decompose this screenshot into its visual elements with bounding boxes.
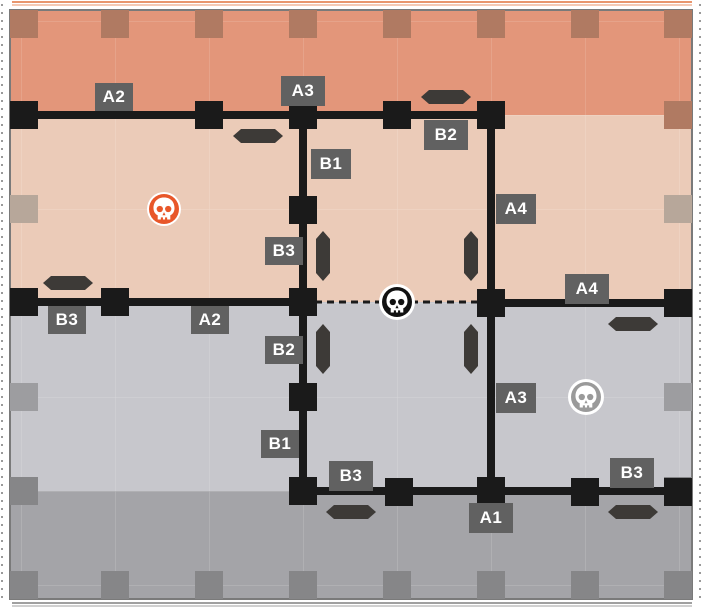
edge-markers bbox=[10, 10, 692, 599]
door-top-right bbox=[421, 90, 471, 104]
spawn-marker-black bbox=[379, 284, 415, 320]
label-b3-bottom-mid: B3 bbox=[329, 461, 373, 491]
door-vert-4 bbox=[464, 324, 478, 374]
label-a1-bottom: A1 bbox=[469, 503, 513, 533]
label-b1-upper: B1 bbox=[311, 149, 351, 179]
label-b3-upper: B3 bbox=[265, 237, 303, 265]
label-b3-bottom-right: B3 bbox=[610, 458, 654, 488]
label-b3-left: B3 bbox=[48, 306, 86, 334]
door-vert-3 bbox=[316, 324, 330, 374]
doors bbox=[43, 90, 658, 519]
label-a3-top: A3 bbox=[281, 76, 325, 106]
door-vert-2 bbox=[464, 231, 478, 281]
door-left bbox=[43, 276, 93, 290]
label-a3-lower: A3 bbox=[496, 383, 536, 413]
wall-joints bbox=[10, 101, 692, 506]
label-b1-lower: B1 bbox=[261, 430, 299, 458]
label-b2-top: B2 bbox=[424, 120, 468, 150]
label-a4-right-horiz: A4 bbox=[565, 274, 609, 304]
label-a2-mid: A2 bbox=[191, 306, 229, 334]
door-top-left bbox=[233, 129, 283, 143]
door-vert-1 bbox=[316, 231, 330, 281]
label-b2-lower: B2 bbox=[265, 336, 303, 364]
door-right-mid bbox=[608, 317, 658, 331]
spawn-marker-orange bbox=[147, 192, 181, 226]
label-a4-right-vert: A4 bbox=[496, 194, 536, 224]
door-bottom-mid bbox=[326, 505, 376, 519]
spawn-marker-grey bbox=[568, 379, 604, 415]
door-bottom-right bbox=[608, 505, 658, 519]
label-a2-top: A2 bbox=[95, 83, 133, 111]
